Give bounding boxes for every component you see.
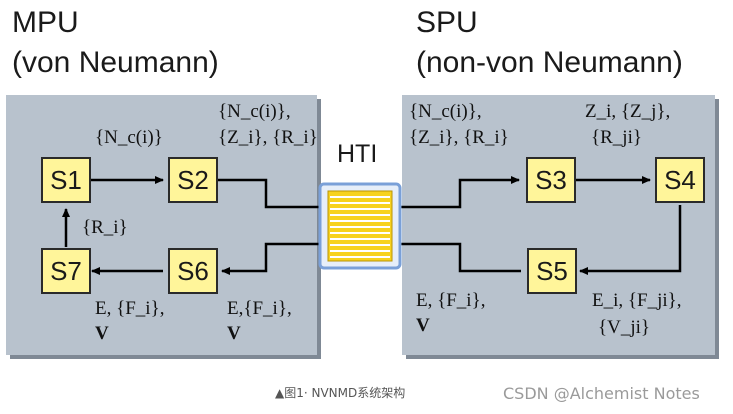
hti-chip-icon [318, 182, 402, 270]
box-s4: S4 [655, 157, 705, 203]
label-s2-top-2: {Z_i}, {R_i} [218, 127, 318, 148]
label-s1-s2: {N_c(i)} [95, 127, 163, 148]
label-spu-top-1: {N_c(i)}, [409, 101, 482, 122]
line-s2-hti [218, 178, 320, 209]
label-s3-s4-2: {R_ji} [591, 127, 642, 148]
label-s2-top-1: {N_c(i)}, [218, 101, 291, 122]
arrow-s4-s5 [579, 205, 682, 275]
line-s5-hti [400, 242, 521, 273]
label-s6-left: E,{F_i}, [227, 298, 292, 319]
label-s6-s7: E, {F_i}, [95, 298, 165, 319]
label-s3-s4-1: Z_i, {Z_j}, [585, 101, 671, 122]
spu-panel [402, 95, 715, 355]
box-s6: S6 [168, 248, 218, 294]
label-s5-left-2: V [416, 315, 430, 336]
hti-label: HTI [337, 140, 378, 168]
spu-title: SPU [416, 6, 478, 39]
spu-subtitle: (non-von Neumann) [416, 46, 683, 79]
box-s2: S2 [168, 157, 218, 203]
label-s5-right-1: E_i, {F_ji}, [592, 290, 682, 311]
mpu-panel [6, 95, 317, 355]
box-s3: S3 [526, 157, 576, 203]
arrow-hti-s3 [400, 176, 520, 209]
watermark: CSDN @Alchemist Notes [503, 384, 700, 403]
box-s7: S7 [41, 248, 91, 294]
label-s6-left-v: V [227, 323, 241, 344]
box-s1: S1 [41, 157, 91, 203]
arrow-hti-s6 [221, 242, 320, 275]
box-s5: S5 [527, 248, 577, 294]
label-spu-top-2: {Z_i}, {R_i} [409, 127, 509, 148]
label-s5-right-2: {V_ji} [598, 317, 651, 338]
label-s6-s7-v: V [95, 323, 109, 344]
label-s7-s1: {R_i} [82, 217, 128, 238]
mpu-title: MPU [12, 6, 79, 39]
figure-caption: ▲图1· NVNMD系统架构 [275, 386, 406, 400]
mpu-subtitle: (von Neumann) [12, 46, 219, 79]
label-s5-left-1: E, {F_i}, [416, 290, 486, 311]
